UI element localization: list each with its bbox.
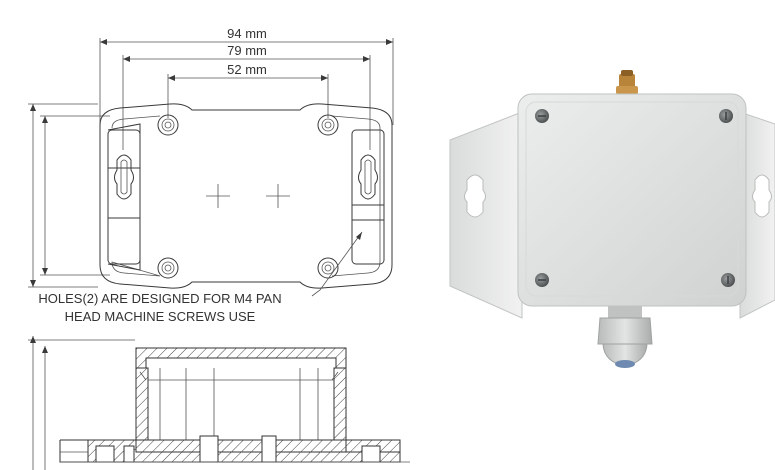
enclosure-outline [99,103,393,289]
enclosure-photo [449,70,775,368]
dimension-94mm: 94 mm [99,26,394,125]
mounting-note-line-2: HEAD MACHINE SCREWS USE [65,309,256,324]
dimension-label-79: 79 mm [227,43,267,58]
vertical-dimension-lines [28,103,110,288]
screw-hole-bottom-left [157,257,179,279]
top-view-drawing: 94 mm 79 mm 52 mm [28,26,394,324]
right-mounting-slot [351,129,385,265]
side-section-drawing [28,336,410,470]
note-leader-line [311,231,363,297]
enclosure-body [517,93,747,307]
corner-screw-holes [157,114,339,279]
left-mounting-slot [107,123,141,271]
screw-hole-bottom-right [317,257,339,279]
dimension-79mm: 79 mm [122,43,371,150]
antenna-connector [616,70,638,94]
screw-hole-top-left [157,114,179,136]
mounting-note-line-1: HOLES(2) ARE DESIGNED FOR M4 PAN [38,291,281,306]
dimension-52mm: 52 mm [167,62,329,118]
left-flange [449,111,523,319]
dimension-label-94: 94 mm [227,26,267,41]
cable-gland [597,306,653,368]
screw-hole-top-right [317,114,339,136]
center-crosshairs [206,184,290,208]
dimension-label-52: 52 mm [227,62,267,77]
